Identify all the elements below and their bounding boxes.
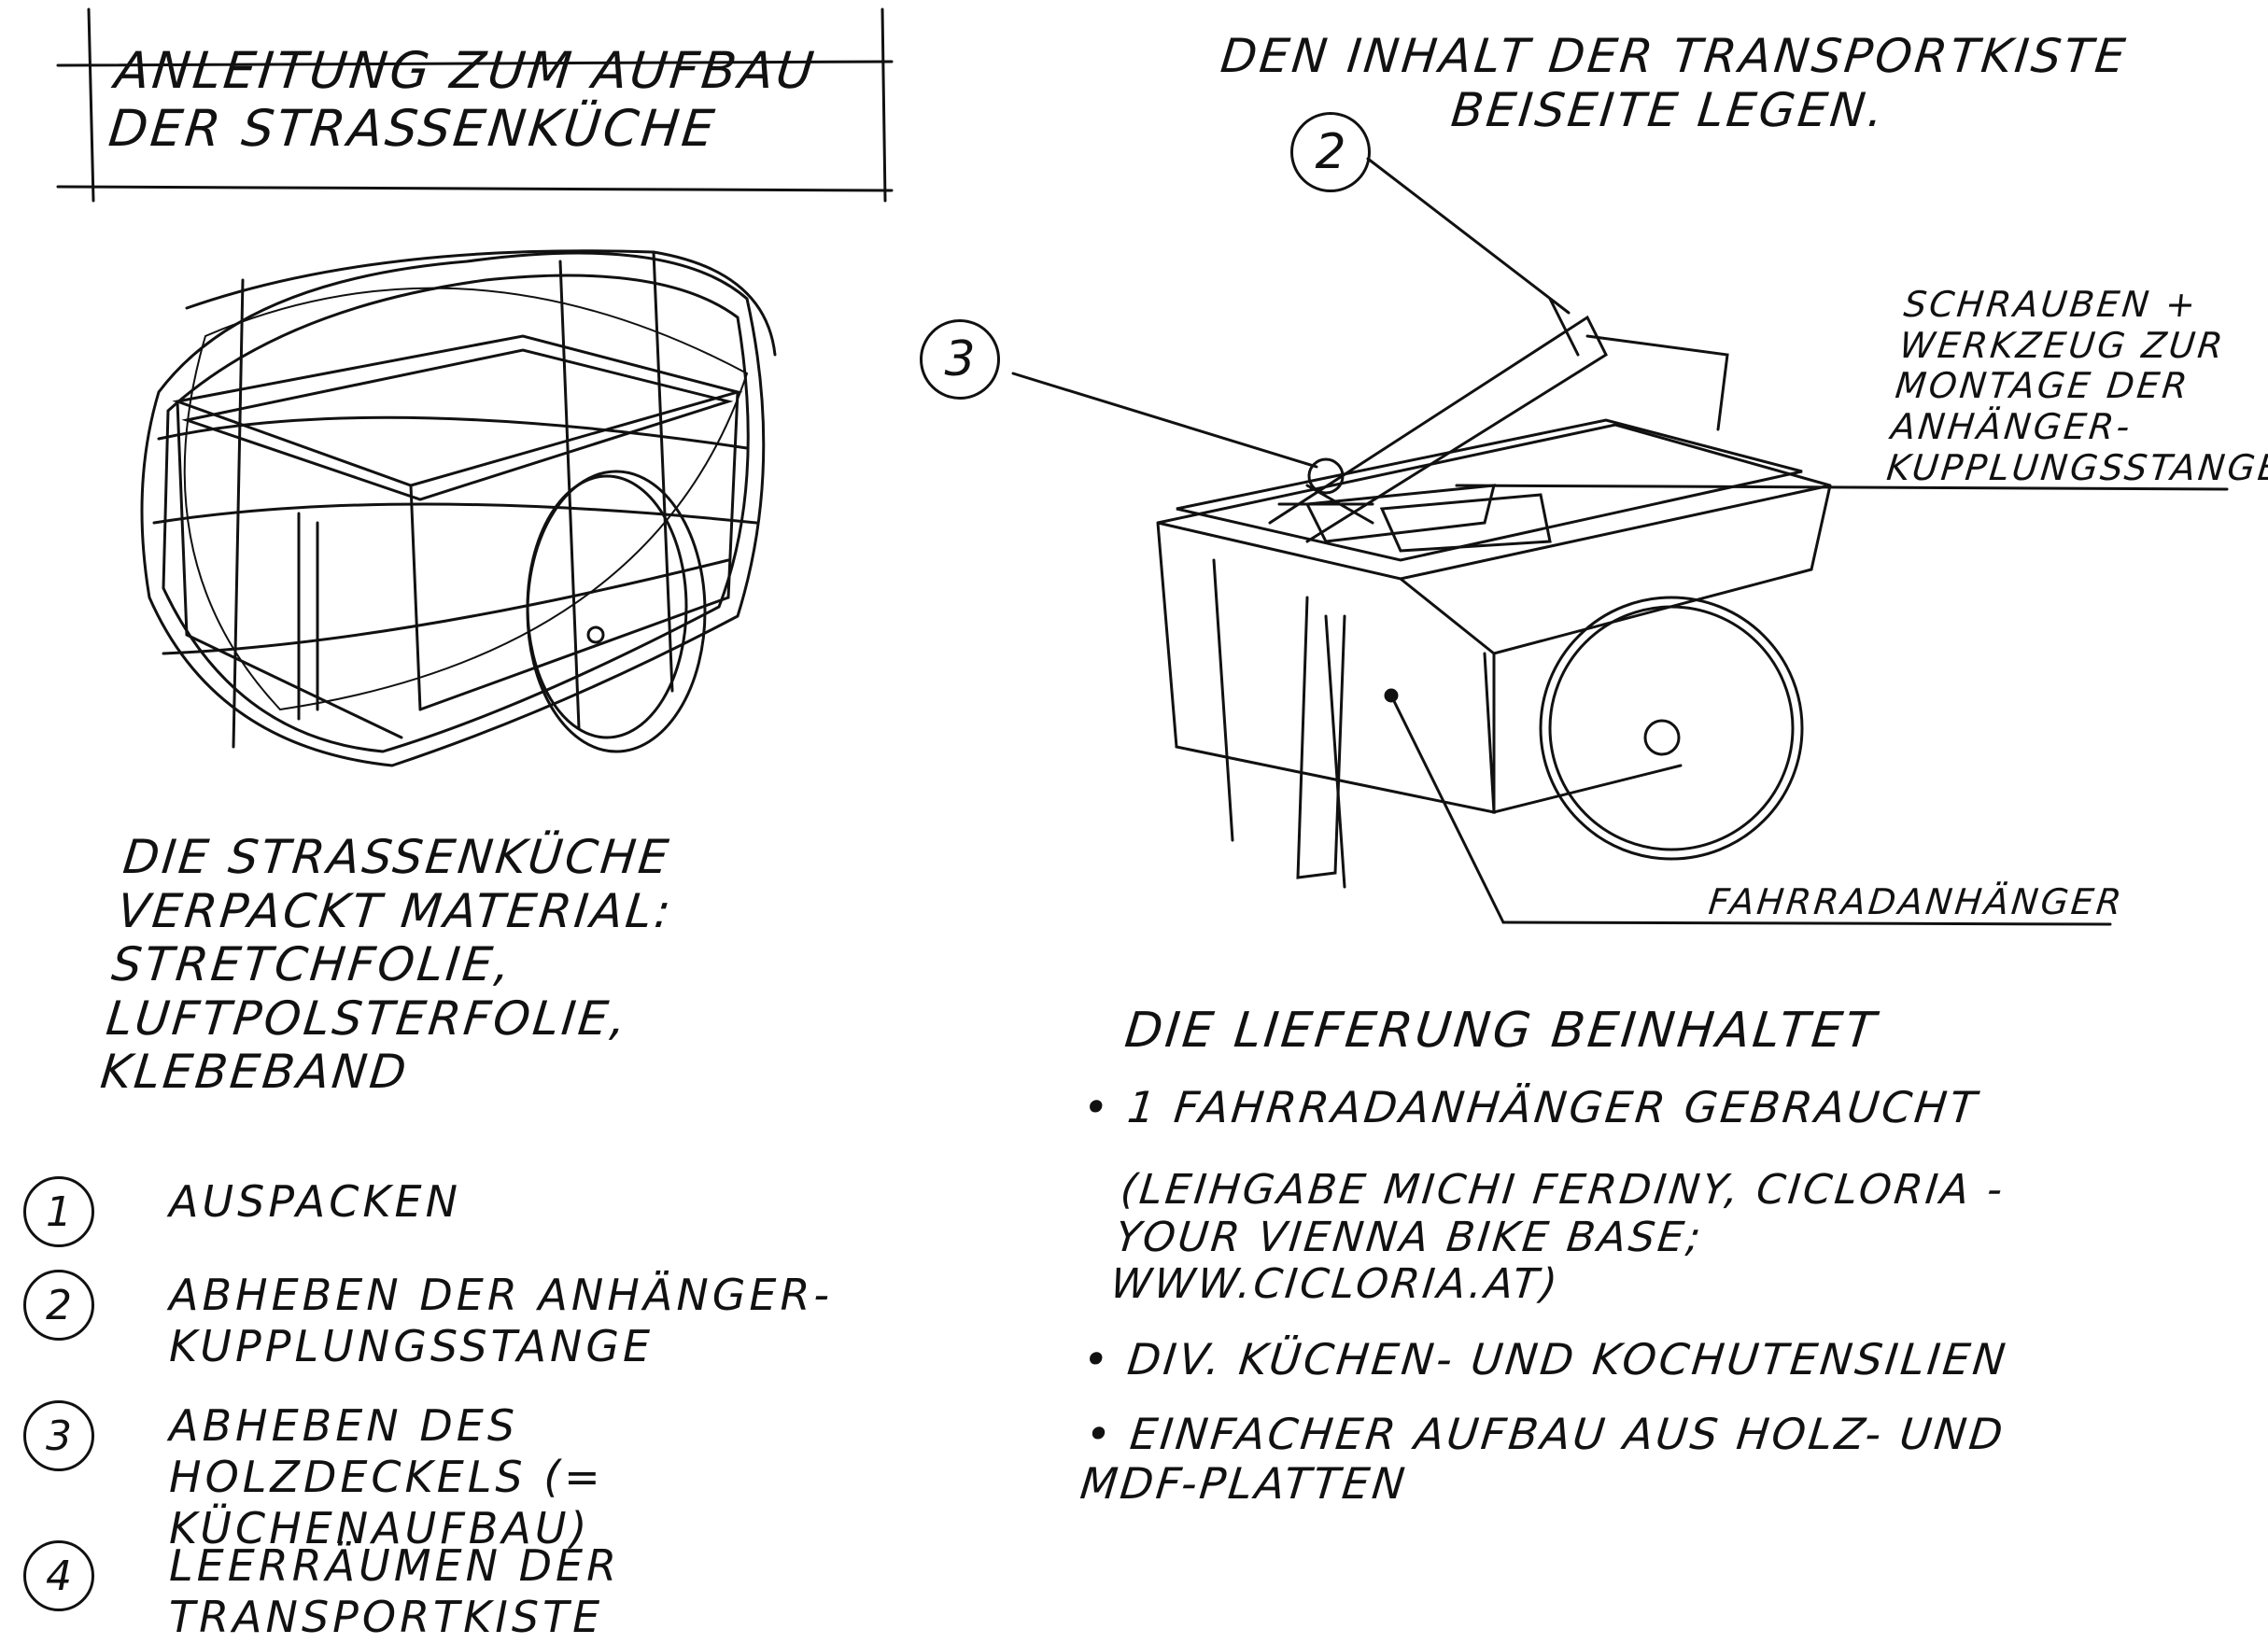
step-item: 4 Leerräumen der Transportkiste [23,1540,916,1643]
step-item: 1 Auspacken [23,1176,897,1247]
step-number: 2 [23,1270,94,1341]
step-number: 1 [23,1176,94,1247]
delivery-item-text: div. Küchen- und Kochutensilien [1124,1334,2011,1384]
step-number: 4 [23,1540,94,1611]
delivery-item-text: 1 Fahrradanhänger gebraucht [1124,1082,1981,1132]
step-item: 2 Abheben der Anhänger-Kupplungsstange [23,1270,841,1372]
delivery-heading: Die Lieferung beinhaltet [1121,1003,1881,1059]
step-number: 3 [23,1400,94,1471]
bike-trailer-sketch [1011,157,2229,926]
callout-3: 3 [920,319,1000,400]
step-item: 3 Abheben des Holzdeckels (= Küchenaufba… [23,1400,841,1555]
trailer-label: Fahrradanhänger [1706,881,2126,922]
delivery-item: (Leihgabe Michi Ferdiny, Cicloria - your… [1108,1166,2113,1309]
callout-2: 2 [1290,112,1371,192]
delivery-item: • einfacher Aufbau aus Holz- und MDF-Pla… [1078,1409,2008,1509]
packed-caption: Die Straßenküche verpackt Material: Stre… [97,830,676,1099]
delivery-item-text: einfacher Aufbau aus Holz- und MDF-Platt… [1078,1409,2008,1509]
step-text: Abheben des Holzdeckels (= Küchenaufbau) [169,1400,604,1554]
title-frame [56,7,894,203]
step-text: Abheben der Anhänger-Kupplungsstange [169,1270,834,1372]
delivery-item: • div. Küchen- und Kochutensilien [1080,1334,2011,1384]
delivery-item-text: (Leihgabe Michi Ferdiny, Cicloria - your… [1108,1166,2007,1309]
page-title: Anleitung zum Aufbau der Straßenküche [106,41,820,159]
step-text: Leerräumen der Transportkiste [169,1540,621,1643]
tools-label: Schrauben + Werkzeug zur Montage der Anh… [1884,284,2268,488]
top-note: Den Inhalt der Transportkiste beiseite l… [1218,29,2131,137]
delivery-item: • 1 Fahrradanhänger gebraucht [1080,1082,1981,1132]
step-text: Auspacken [169,1176,462,1227]
wrapped-kitchen-sketch [140,249,777,767]
